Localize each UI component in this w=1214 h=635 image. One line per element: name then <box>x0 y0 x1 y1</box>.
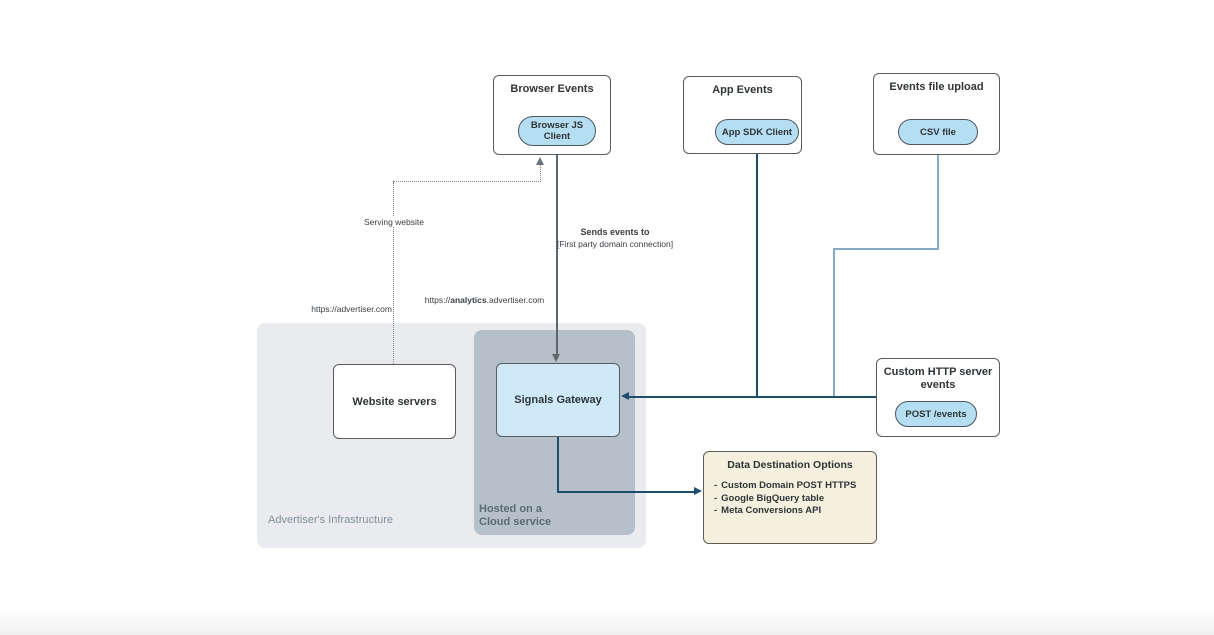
csv-line-vertical-2 <box>833 248 835 397</box>
data-destination-options-title: Data Destination Options <box>727 459 853 471</box>
website-servers-box: Website servers <box>333 364 456 439</box>
sends-events-line1: Sends events to <box>580 227 650 237</box>
arrowhead-down <box>552 354 560 362</box>
arrowhead-left <box>621 392 629 400</box>
browser-events-title: Browser Events <box>510 83 594 95</box>
destination-item-label: Google BigQuery table <box>721 492 825 504</box>
custom-http-server-events-title: Custom HTTP server events <box>883 366 993 391</box>
cloud-service-label-line1: Hosted on a <box>479 503 542 515</box>
analytics-url-suffix: .advertiser.com <box>486 295 545 305</box>
cloud-service-label: Hosted on a Cloud service <box>479 503 551 529</box>
advertiser-infrastructure-label: Advertiser's Infrastructure <box>268 514 393 526</box>
website-servers-title: Website servers <box>352 395 437 408</box>
list-item: -Meta Conversions API <box>714 505 876 518</box>
arrowhead-up <box>536 157 544 165</box>
gateway-out-line-horizontal <box>557 491 695 493</box>
cloud-service-label-line2: Cloud service <box>479 516 552 528</box>
csv-line-vertical-1 <box>937 155 939 249</box>
list-item: -Google BigQuery table <box>714 493 876 506</box>
destination-item-label: Meta Conversions API <box>721 505 822 516</box>
app-events-title: App Events <box>712 84 773 96</box>
bullet: - <box>714 480 718 491</box>
destination-item-label: Custom Domain POST HTTPS <box>721 480 857 491</box>
post-events-pill: POST /events <box>895 401 977 427</box>
events-file-upload-title: Events file upload <box>889 81 984 93</box>
sends-events-line2: [First party domain connection] <box>556 239 674 249</box>
browser-to-gateway-line <box>556 147 558 355</box>
analytics-url-bold: analytics <box>450 295 487 305</box>
arrowhead-right <box>694 487 702 495</box>
app-sdk-client-pill: App SDK Client <box>715 119 799 145</box>
analytics-url-label: https://analytics.advertiser.com <box>412 295 557 305</box>
http-to-gateway-line <box>628 396 876 398</box>
serving-website-line-horizontal <box>393 181 541 182</box>
advertiser-url-label: https://advertiser.com <box>311 304 392 314</box>
serving-website-label: Serving website <box>344 217 444 227</box>
browser-js-client-pill: Browser JS Client <box>518 116 596 146</box>
serving-website-line-up <box>540 161 541 182</box>
data-destination-options-box: Data Destination Options -Custom Domain … <box>703 451 877 544</box>
serving-website-line-vertical <box>393 182 394 364</box>
signals-gateway-box: Signals Gateway <box>496 363 620 437</box>
csv-file-pill: CSV file <box>898 119 978 145</box>
gateway-out-line-vertical <box>557 437 559 492</box>
list-item: -Custom Domain POST HTTPS <box>714 480 876 493</box>
sends-events-label: Sends events to [First party domain conn… <box>545 227 685 249</box>
signals-gateway-title: Signals Gateway <box>514 394 602 406</box>
app-events-box: App Events <box>683 76 802 154</box>
bottom-panel-edge <box>0 609 1214 635</box>
data-destination-options-list: -Custom Domain POST HTTPS -Google BigQue… <box>704 480 876 518</box>
app-to-gateway-line <box>756 154 758 397</box>
csv-line-horizontal <box>833 248 939 250</box>
bullet: - <box>714 492 718 504</box>
bullet: - <box>714 505 718 516</box>
analytics-url-prefix: https:// <box>424 295 451 305</box>
